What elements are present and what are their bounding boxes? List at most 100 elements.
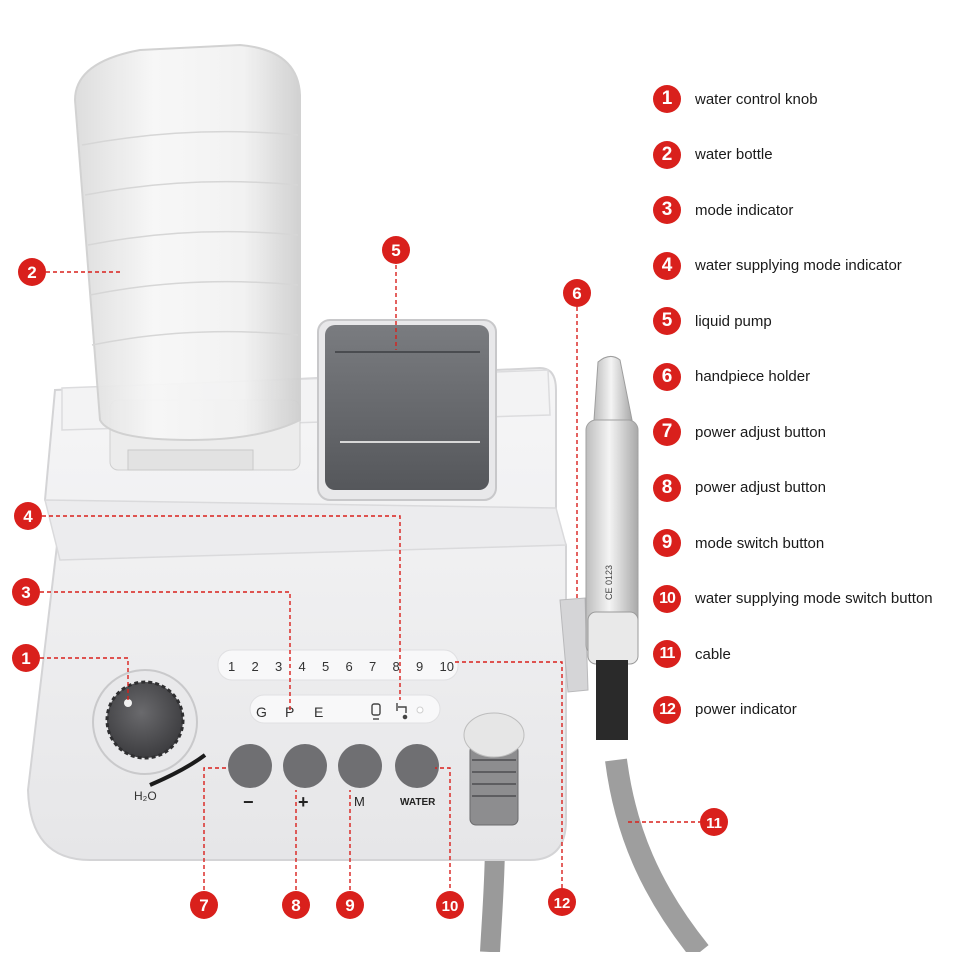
handpiece-tip (593, 356, 633, 421)
callout-circle (382, 236, 410, 264)
level-number: 8 (393, 659, 400, 674)
legend-number-badge: 5 (653, 307, 681, 335)
legend-label: handpiece holder (695, 368, 811, 385)
callout-badge-12: 12 (548, 888, 576, 916)
legend-label: water control knob (695, 90, 818, 108)
level-number: 7 (369, 659, 376, 674)
callout-badge-1: 1 (12, 644, 40, 672)
callout-badge-7: 7 (190, 891, 218, 919)
callout-number: 12 (554, 895, 571, 912)
level-number: 2 (252, 659, 259, 674)
legend-number-badge: 7 (653, 418, 681, 446)
legend-number-badge: 2 (653, 140, 681, 169)
level-number: 3 (275, 659, 282, 674)
callout-circle (548, 888, 576, 916)
callout-badge-2: 2 (18, 258, 46, 286)
bottle-graduations (81, 130, 299, 346)
handpiece-neck (596, 660, 628, 740)
knob-marker (124, 699, 132, 707)
legend-number-badge: 3 (653, 196, 681, 224)
callout-badge-5: 5 (382, 236, 410, 264)
legend-number-badge: 12 (653, 695, 681, 724)
level-number: 9 (416, 659, 423, 674)
button-label-minus: − (243, 792, 254, 812)
level-number: 4 (299, 659, 306, 674)
legend-item: 3 mode indicator (653, 195, 793, 225)
callout-number: 4 (23, 507, 33, 526)
mode-letter: E (314, 704, 323, 720)
bottle-mode-icon (371, 703, 381, 720)
legend-label: water supplying mode switch button (695, 590, 933, 607)
legend-number-badge: 4 (653, 251, 681, 280)
callout-circle (18, 258, 46, 286)
water-mode-switch-button[interactable] (395, 744, 439, 788)
callout-circle (12, 578, 40, 606)
legend-number-badge: 9 (653, 529, 681, 557)
legend-label: liquid pump (695, 312, 772, 330)
legend-label: water supplying mode indicator (695, 257, 902, 274)
callout-number: 9 (345, 896, 354, 915)
callout-circle (436, 891, 464, 919)
callout-badge-3: 3 (12, 578, 40, 606)
handpiece-grip (587, 611, 639, 665)
legend-item: 10 water supplying mode switch button (653, 584, 933, 614)
knob-label: H₂O (134, 789, 157, 803)
device-ledge (44, 499, 567, 561)
callout-circle (282, 891, 310, 919)
legend-label: mode indicator (695, 201, 794, 219)
callout-number: 6 (572, 284, 581, 303)
cable (605, 758, 709, 957)
callout-number: 10 (442, 898, 459, 915)
power-indicator-led (416, 706, 424, 714)
callout-number: 3 (21, 583, 30, 602)
liquid-pump (325, 325, 489, 490)
legend-label: power adjust button (695, 423, 826, 441)
tap-mode-icon (396, 703, 408, 720)
water-control-knob[interactable] (105, 680, 185, 760)
power-minus-button[interactable] (228, 744, 272, 788)
legend-label: mode switch button (695, 534, 825, 552)
callout-circle (12, 644, 40, 672)
handpiece-holder (559, 597, 589, 693)
callout-badge-6: 6 (563, 279, 591, 307)
level-number: 6 (346, 659, 353, 674)
level-number: 1 (228, 659, 235, 674)
callout-lines (40, 265, 700, 890)
legend-item: 9 mode switch button (653, 528, 824, 558)
water-bottle (73, 43, 301, 442)
callout-number: 8 (291, 896, 300, 915)
legend-item: 7 power adjust button (653, 417, 826, 447)
level-number: 10 (440, 659, 454, 674)
callout-circle (700, 808, 728, 836)
mode-switch-button[interactable] (338, 744, 382, 788)
callout-circle (14, 502, 42, 530)
level-scale: 1 2 3 4 5 6 7 8 9 10 (228, 659, 454, 674)
legend-item: 11 cable (653, 639, 731, 669)
bottle-cap-teeth (127, 449, 254, 471)
handpiece-marking: CE 0123 (604, 565, 614, 600)
callout-circle (190, 891, 218, 919)
callout-circle (563, 279, 591, 307)
mode-strip (249, 694, 441, 724)
level-number: 5 (322, 659, 329, 674)
legend-item: 4 water supplying mode indicator (653, 251, 902, 281)
button-label-m: M (354, 794, 365, 809)
callout-badge-9: 9 (336, 891, 364, 919)
legend-label: cable (695, 645, 731, 663)
callout-number: 11 (706, 815, 722, 832)
legend-number-badge: 11 (653, 640, 681, 668)
button-label-water: WATER (400, 797, 436, 808)
callout-badge-11: 11 (700, 808, 728, 836)
callout-circle (336, 891, 364, 919)
legend-number-badge: 10 (653, 584, 681, 613)
legend-label: water bottle (695, 146, 773, 163)
power-plus-button[interactable] (283, 744, 327, 788)
legend-label: power adjust button (695, 479, 826, 496)
